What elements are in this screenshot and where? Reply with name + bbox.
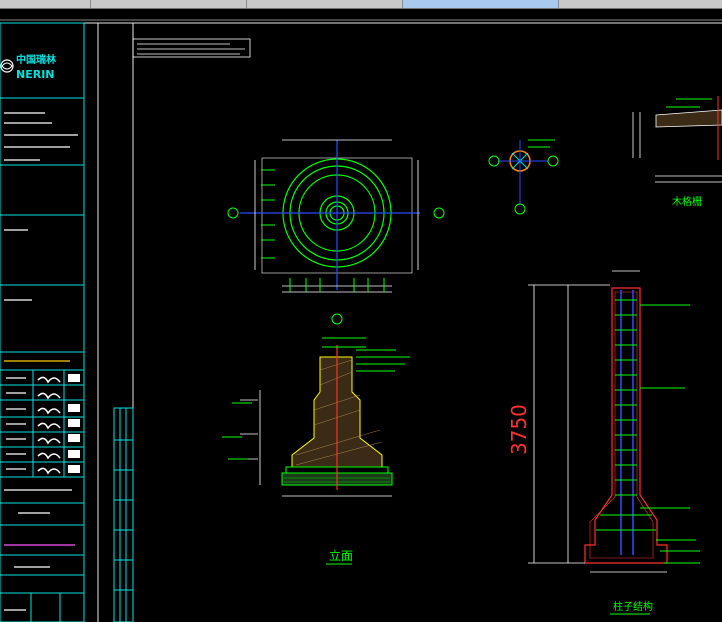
roof-label: 木格栅	[672, 195, 702, 208]
company-logo: 中国瑞林 NERIN	[0, 53, 57, 81]
elevation-label: 立面	[329, 548, 353, 563]
title-block: 中国瑞林 NERIN	[0, 22, 85, 622]
toolbar-segment[interactable]	[0, 0, 91, 8]
window-top-toolbar	[0, 0, 722, 9]
detail-symbol	[488, 139, 559, 215]
revision-table	[113, 407, 134, 622]
toolbar-segment[interactable]	[91, 0, 247, 8]
roof-detail: 木格栅	[632, 96, 722, 208]
column-structure-label: 柱子结构	[613, 600, 653, 613]
toolbar-segment[interactable]	[247, 0, 403, 8]
notes-box	[132, 38, 251, 58]
column-height-dimension: 3750	[507, 404, 531, 455]
elevation-view: 立面	[222, 337, 410, 565]
active-toolbar-segment[interactable]	[403, 0, 559, 8]
company-name-en: NERIN	[16, 68, 55, 81]
column-structure: 3750 柱子结构	[507, 270, 700, 615]
plan-view	[227, 139, 445, 325]
company-name-cn: 中国瑞林	[16, 53, 57, 66]
drawing-frame	[0, 19, 722, 622]
